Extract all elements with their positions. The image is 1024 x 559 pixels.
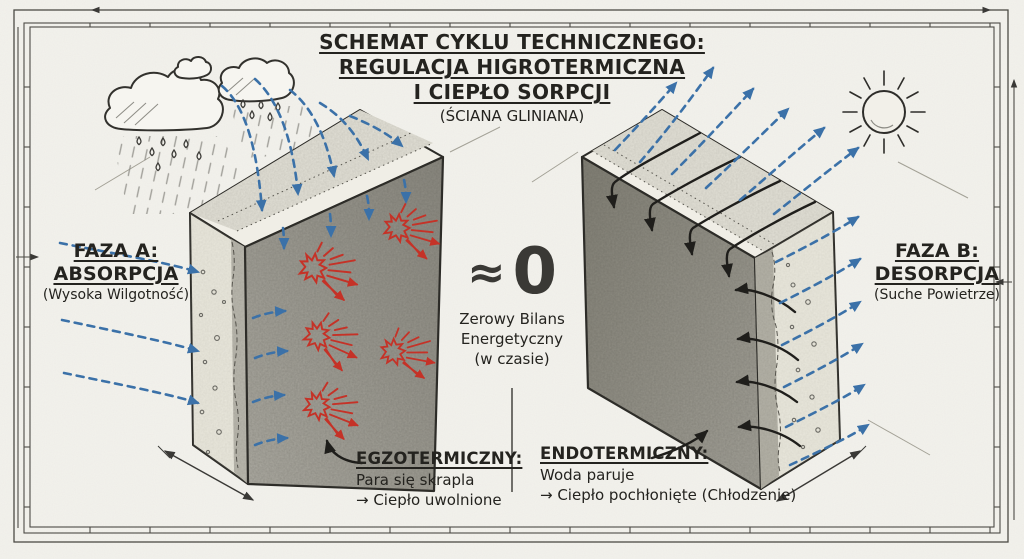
- water-flow-arrows: [605, 131, 817, 448]
- exothermic-heading: EGZOTERMICZNY:: [356, 449, 523, 468]
- exothermic-line-2: → Ciepło uwolnione: [356, 490, 502, 509]
- ruler-ticks: [24, 23, 1000, 533]
- exo-leader-arrow: [324, 439, 364, 465]
- moisture-out-arrows: [613, 66, 870, 467]
- dimension-lines: [157, 445, 867, 502]
- diagram-title: SCHEMAT CYKLU TECHNICZNEGO: REGULACJA HI…: [262, 30, 762, 125]
- phase-b-line-1: FAZA B:: [894, 240, 980, 262]
- wall-block-desorption: [580, 109, 841, 491]
- title-line-2: REGULACJA HIGROTERMICZNA: [338, 55, 686, 79]
- balance-caption-line-3: (w czasie): [474, 350, 550, 369]
- title-line-3: I CIEPŁO SORPCJI: [413, 80, 611, 104]
- balance-caption: Zerowy Bilans Energetyczny (w czasie): [442, 309, 582, 370]
- wall-block-absorption: [189, 109, 445, 493]
- phase-a-note: (Wysoka Wilgotność): [42, 287, 190, 304]
- phase-a-line-2: ABSORPCJA: [53, 263, 179, 286]
- endo-leader-arrow: [650, 429, 709, 460]
- phase-a-line-1: FAZA A:: [73, 240, 159, 262]
- endothermic-callout: ENDOTERMICZNY: Woda paruje → Ciepło poch…: [540, 444, 802, 505]
- endothermic-line-2: → Ciepło pochłonięte (Chłodzenie): [540, 485, 797, 504]
- moisture-in-arrows: [58, 77, 412, 447]
- phase-b-line-2: DESORPCJA: [874, 263, 1000, 286]
- endothermic-heading: ENDOTERMICZNY:: [540, 444, 709, 463]
- cloud-small: [173, 56, 212, 80]
- title-subtitle: (ŚCIANA GLINIANA): [439, 107, 585, 125]
- endothermic-line-1: Woda paruje: [540, 466, 635, 485]
- balance-caption-line-2: Energetyczny: [460, 330, 564, 349]
- phase-a-label: FAZA A: ABSORPCJA (Wysoka Wilgotność): [30, 240, 202, 304]
- phase-b-note: (Suche Powietrze): [874, 287, 1000, 304]
- exothermic-callout: EGZOTERMICZNY: Para się skrapla → Ciepło…: [356, 449, 534, 510]
- sun-icon: [842, 70, 926, 154]
- approx-zero-symbol: ≈ 0: [442, 235, 582, 309]
- drawing-frame: [13, 6, 1018, 543]
- balance-caption-line-1: Zerowy Bilans: [459, 309, 565, 328]
- title-line-1: SCHEMAT CYKLU TECHNICZNEGO:: [319, 30, 705, 54]
- plaster-pores: [198, 269, 227, 455]
- energy-balance: ≈ 0 Zerowy Bilans Energetyczny (w czasie…: [442, 235, 582, 370]
- plaster-pores: [785, 262, 821, 450]
- exothermic-line-1: Para się skrapla: [356, 471, 475, 490]
- phase-b-label: FAZA B: DESORPCJA (Suche Powietrze): [862, 240, 1012, 304]
- zero-sign: 0: [512, 235, 558, 309]
- approx-sign: ≈: [466, 245, 506, 300]
- callout-leader-arrows: [324, 429, 709, 465]
